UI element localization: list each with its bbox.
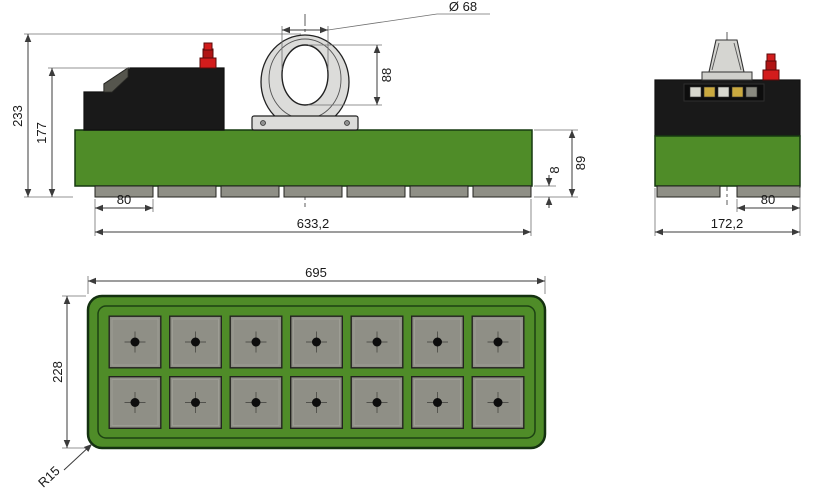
- dim-overall-depth-label: 172,2: [711, 216, 744, 231]
- terminal-block: [703, 86, 716, 98]
- lug-facet-line: [733, 42, 742, 71]
- friction-pad: [656, 185, 721, 198]
- front-dimensions: 233 177 Ø 68 88 8 89: [10, 0, 588, 236]
- dim-pad-span-label: 633,2: [297, 216, 330, 231]
- dim-housing-height-label: 177: [34, 122, 49, 144]
- side-cable-gland: [762, 53, 780, 81]
- housing-chamfer-facet: [103, 67, 129, 93]
- side-pad-strip: [656, 185, 801, 198]
- terminal-block: [689, 86, 702, 98]
- dim-hole-height-label: 88: [379, 68, 394, 82]
- lug-flange: [701, 71, 753, 81]
- friction-pad: [220, 185, 280, 198]
- magnet-pad: [412, 316, 464, 368]
- magnet-pad: [472, 316, 524, 368]
- side-lifting-lug: [701, 39, 753, 81]
- magnet-pad: [412, 377, 464, 429]
- magnet-pad: [351, 316, 403, 368]
- gland-cap: [766, 53, 776, 62]
- dim-overall-length-label: 695: [305, 265, 327, 280]
- friction-pad: [346, 185, 406, 198]
- magnet-pad: [230, 377, 282, 429]
- lug-body: [708, 39, 745, 73]
- dim-base-height-label: 89: [573, 156, 588, 170]
- friction-pad: [409, 185, 469, 198]
- eye-base-flange: [251, 115, 359, 131]
- dim-hole-diameter-label: Ø 68: [449, 0, 477, 14]
- magnet-pad: [170, 377, 222, 429]
- magnet-pad: [109, 377, 161, 429]
- dim-overall-height-label: 233: [10, 105, 25, 127]
- friction-pad: [283, 185, 343, 198]
- gland-nut: [199, 57, 217, 69]
- friction-pad: [157, 185, 217, 198]
- gland-cap: [203, 42, 213, 51]
- friction-pad: [472, 185, 532, 198]
- terminal-block: [717, 86, 730, 98]
- front-lifting-eye: [251, 34, 359, 131]
- bottom-view: 695 228 R15: [35, 265, 547, 490]
- front-pad-strip: [94, 185, 532, 198]
- terminal-block: [731, 86, 744, 98]
- magnet-pad: [170, 316, 222, 368]
- dim-pad-thickness-label: 8: [547, 166, 562, 173]
- gland-nut: [762, 69, 780, 81]
- magnet-pad: [291, 316, 343, 368]
- front-view: 233 177 Ø 68 88 8 89: [10, 0, 588, 236]
- gland-shaft: [765, 60, 777, 71]
- terminal-block: [745, 86, 758, 98]
- housing-outline: [83, 67, 225, 131]
- radius-leader-line: [63, 443, 93, 471]
- magnet-pad: [230, 316, 282, 368]
- magnet-pad: [291, 377, 343, 429]
- flange-bolt-icon: [344, 120, 350, 126]
- lug-facet-line: [711, 42, 720, 71]
- front-housing: [83, 67, 225, 131]
- friction-pad: [94, 185, 154, 198]
- dim-corner-radius-label: R15: [35, 463, 63, 490]
- front-cable-gland: [199, 42, 217, 69]
- side-view: 80 172,2: [654, 32, 801, 236]
- eye-hole: [281, 44, 329, 106]
- dim-pad-width-label: 80: [117, 192, 131, 207]
- side-body-green: [654, 135, 801, 187]
- side-dimensions: 80 172,2: [654, 188, 801, 236]
- magnet-pad: [472, 377, 524, 429]
- dim-side-pad-width-label: 80: [761, 192, 775, 207]
- flange-bolt-icon: [260, 120, 266, 126]
- front-body-green: [74, 129, 533, 187]
- side-terminal-panel: [683, 83, 765, 102]
- dim-overall-width-label: 228: [50, 361, 65, 383]
- leader-line: [327, 13, 438, 31]
- bottom-inner-outline: [97, 305, 536, 439]
- magnet-pad: [351, 377, 403, 429]
- magnet-pad: [109, 316, 161, 368]
